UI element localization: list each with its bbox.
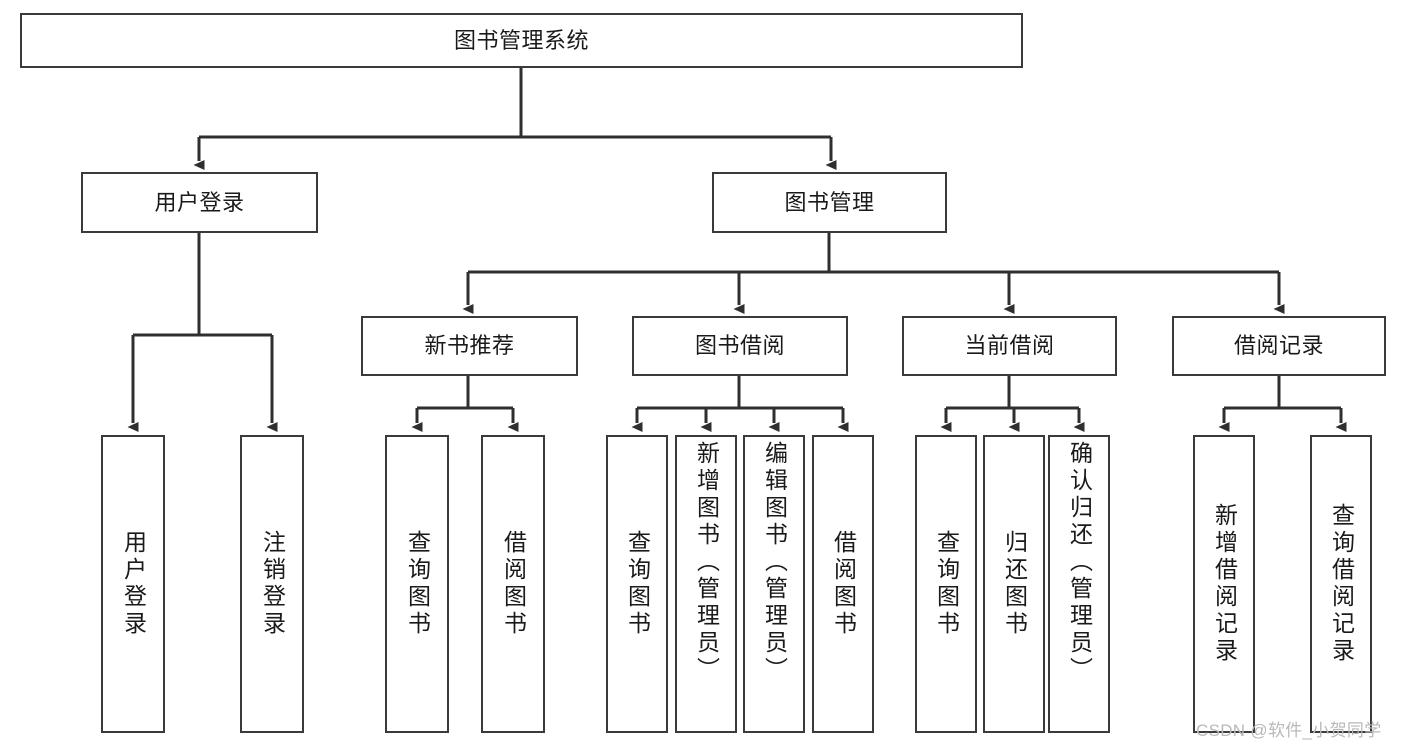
node-label: 图书借阅 [694, 333, 785, 359]
leaf-query-borrow-record[interactable]: 查询借阅记录 [1310, 435, 1372, 733]
node-label: 查询借阅记录 [1328, 503, 1355, 665]
leaf-query-book-borrow[interactable]: 查询图书 [606, 435, 668, 733]
node-current-borrow[interactable]: 当前借阅 [902, 316, 1117, 376]
node-label: 新增借阅记录 [1211, 503, 1238, 665]
node-label: 查询图书 [933, 530, 960, 638]
node-borrow-record[interactable]: 借阅记录 [1172, 316, 1386, 376]
leaf-query-book-current[interactable]: 查询图书 [915, 435, 977, 733]
node-label: 新书推荐 [424, 333, 515, 359]
leaf-borrow-book[interactable]: 借阅图书 [812, 435, 874, 733]
leaf-logout[interactable]: 注销登录 [240, 435, 304, 733]
node-label: 图书管理 [784, 189, 875, 215]
node-label: 注销登录 [259, 530, 286, 638]
node-label: 确认归还（管理员） [1066, 441, 1093, 684]
leaf-user-login[interactable]: 用户登录 [101, 435, 165, 733]
node-label: 查询图书 [624, 530, 651, 638]
node-label: 查询图书 [404, 530, 431, 638]
node-label: 用户登录 [154, 189, 245, 215]
leaf-query-book-newbook[interactable]: 查询图书 [385, 435, 449, 733]
node-label: 借阅图书 [500, 530, 527, 638]
node-label: 用户登录 [120, 530, 147, 638]
node-label: 借阅记录 [1233, 333, 1324, 359]
node-book-management[interactable]: 图书管理 [712, 172, 947, 233]
node-label: 归还图书 [1001, 530, 1028, 638]
node-new-book-recommend[interactable]: 新书推荐 [361, 316, 578, 376]
leaf-edit-book-admin[interactable]: 编辑图书（管理员） [743, 435, 805, 733]
node-book-borrow[interactable]: 图书借阅 [632, 316, 848, 376]
node-label: 新增图书（管理员） [693, 441, 720, 684]
node-label: 当前借阅 [964, 333, 1055, 359]
leaf-borrow-book-newbook[interactable]: 借阅图书 [481, 435, 545, 733]
leaf-return-book[interactable]: 归还图书 [983, 435, 1045, 733]
node-label: 编辑图书（管理员） [761, 441, 788, 684]
leaf-add-book-admin[interactable]: 新增图书（管理员） [675, 435, 737, 733]
leaf-confirm-return-admin[interactable]: 确认归还（管理员） [1048, 435, 1110, 733]
node-user-login[interactable]: 用户登录 [81, 172, 318, 233]
node-label: 借阅图书 [830, 530, 857, 638]
node-root-system[interactable]: 图书管理系统 [20, 13, 1023, 68]
node-label: 图书管理系统 [453, 27, 589, 53]
leaf-add-borrow-record[interactable]: 新增借阅记录 [1193, 435, 1255, 733]
csdn-watermark: CSDN @软件_小贺同学 [1196, 721, 1382, 740]
